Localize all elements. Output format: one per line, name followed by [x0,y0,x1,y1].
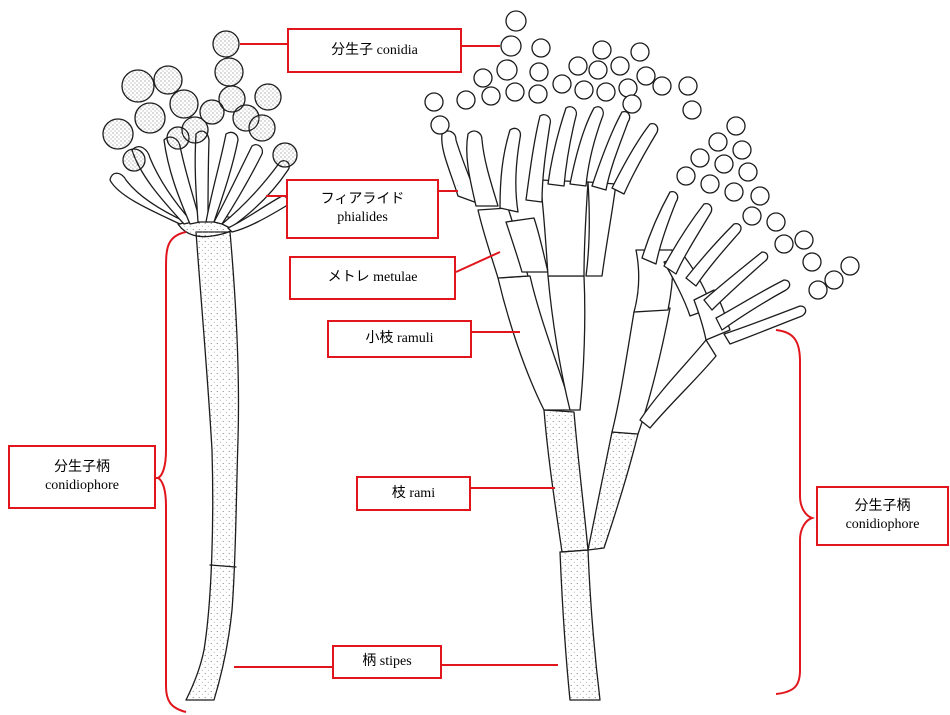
label-conidia-en: conidia [377,43,418,58]
right-conidiophore-drawing [425,11,859,700]
label-ramuli: 小枝 ramuli [327,320,472,358]
brace-left [158,232,186,712]
label-ramuli-en: ramuli [397,331,434,346]
label-metulae-ja: メトレ [328,270,370,285]
left-stipe [186,232,239,700]
label-conidia: 分生子 conidia [287,28,462,73]
right-rami-left [544,410,588,552]
label-conidiophore-right: 分生子柄 conidiophore [816,486,949,546]
label-conidiophore-left-ja: 分生子柄 [54,459,110,477]
label-stipes: 柄 stipes [332,645,442,679]
left-conidiophore-drawing [103,31,297,700]
label-metulae-en: metulae [373,270,417,285]
label-conidiophore-left-en: conidiophore [45,477,119,495]
label-stipes-en: stipes [380,654,412,669]
label-rami: 枝 rami [356,476,471,511]
right-rami-right [588,432,638,550]
label-ramuli-ja: 小枝 [365,331,393,346]
brace-right [776,330,812,694]
label-phialides-ja: フィアライド [321,191,405,209]
label-metulae: メトレ metulae [289,256,456,300]
label-phialides-en: phialides [337,209,388,227]
label-stipes-ja: 柄 [362,654,376,669]
label-phialides: フィアライド phialides [286,179,439,239]
label-conidiophore-left: 分生子柄 conidiophore [8,445,156,509]
right-stipe [560,550,600,700]
label-rami-ja: 枝 [392,486,406,501]
label-conidiophore-right-ja: 分生子柄 [855,498,911,516]
label-conidiophore-right-en: conidiophore [846,516,920,534]
label-rami-en: rami [409,486,435,501]
left-phialides [110,131,289,232]
label-conidia-ja: 分生子 [331,43,373,58]
